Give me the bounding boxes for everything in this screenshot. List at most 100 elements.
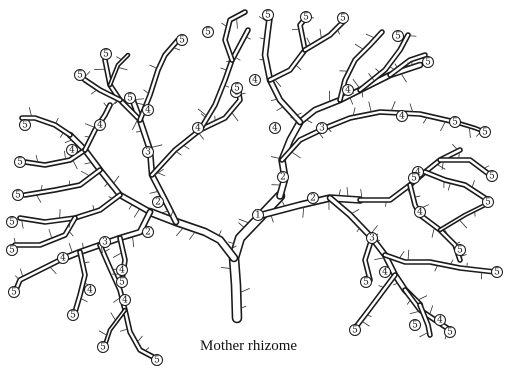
root-hair — [56, 118, 58, 123]
generation-node: 5 — [152, 355, 163, 366]
rhizome-branch — [265, 15, 300, 122]
generation-node-label: 4 — [69, 146, 75, 156]
root-hair — [430, 305, 433, 314]
generation-node: 5 — [9, 287, 20, 298]
generation-node: 4 — [343, 85, 354, 96]
generation-node-label: 3 — [319, 124, 325, 134]
generation-node-label: 5 — [17, 158, 23, 168]
generation-node: 4 — [397, 111, 408, 122]
root-hair — [448, 183, 450, 190]
generation-node-label: 4 — [87, 286, 93, 296]
root-hair — [91, 90, 97, 94]
root-hair — [400, 251, 405, 258]
generation-node: 5 — [20, 120, 31, 131]
generation-node: 2 — [153, 197, 164, 208]
root-hair — [120, 329, 127, 331]
generation-node: 3 — [143, 147, 154, 158]
generation-node-label: 5 — [234, 84, 240, 94]
generation-node: 5 — [455, 245, 466, 256]
generation-node: 5 — [445, 327, 456, 338]
root-hair — [176, 228, 183, 236]
root-hair — [297, 113, 302, 115]
rhizome-branch — [110, 55, 128, 85]
generation-node: 2 — [143, 227, 154, 238]
root-hair — [85, 163, 92, 164]
root-hair — [452, 144, 457, 149]
generation-node: 2 — [278, 172, 289, 183]
root-hair — [129, 205, 132, 210]
root-hair — [469, 128, 470, 138]
generation-node: 5 — [410, 320, 421, 331]
generation-node-label: 4 — [399, 112, 405, 122]
generation-node-label: 5 — [485, 198, 491, 208]
root-hair — [221, 267, 230, 268]
root-hair — [135, 99, 144, 100]
root-hair — [150, 65, 157, 68]
root-hair — [104, 103, 107, 107]
root-hair — [150, 191, 158, 193]
root-hair — [157, 172, 165, 176]
generation-node-label: 5 — [205, 28, 211, 38]
generation-node: 5 — [450, 117, 461, 128]
root-hair — [362, 322, 369, 327]
root-hair — [134, 209, 139, 218]
root-hair — [105, 249, 109, 252]
root-hair — [419, 333, 427, 337]
generation-node: 5 — [125, 93, 136, 104]
generation-node: 4 — [250, 75, 261, 86]
generation-node-label: 4 — [195, 124, 201, 134]
generation-node: 3 — [100, 237, 111, 248]
root-hair — [22, 220, 24, 229]
root-hair — [271, 216, 273, 223]
generation-node-label: 5 — [411, 174, 417, 184]
generation-node-label: 5 — [425, 58, 431, 68]
root-hair — [81, 171, 89, 175]
root-hair — [36, 195, 40, 203]
generation-node: 2 — [308, 193, 319, 204]
root-hair — [350, 98, 353, 105]
root-hair — [379, 285, 384, 287]
generation-node: 1 — [253, 210, 264, 221]
root-hair — [401, 74, 406, 82]
generation-node: 5 — [409, 173, 420, 184]
root-hair — [472, 180, 474, 187]
root-hair — [238, 223, 244, 228]
generation-node-label: 5 — [494, 268, 500, 278]
root-hair — [239, 219, 249, 223]
generation-node-label: 5 — [352, 326, 358, 336]
generation-node-label: 5 — [265, 11, 271, 21]
root-hair — [362, 92, 363, 98]
root-hair — [50, 267, 56, 274]
root-hair — [484, 166, 489, 169]
generation-node-label: 5 — [363, 278, 369, 288]
root-hair — [189, 232, 195, 240]
root-hair — [20, 269, 22, 277]
root-hair — [29, 107, 31, 116]
generation-node: 5 — [117, 277, 128, 288]
generation-node-label: 5 — [452, 118, 458, 128]
generation-node: 5 — [7, 245, 18, 256]
generation-node-label: 5 — [15, 191, 21, 201]
root-hair — [277, 107, 283, 111]
root-hair — [355, 44, 363, 49]
generation-node-label: 5 — [179, 36, 185, 46]
root-hair — [199, 133, 204, 139]
root-hair — [162, 211, 167, 213]
generation-node-label: 3 — [369, 234, 375, 244]
root-hair — [352, 209, 359, 213]
generation-node: 3 — [367, 233, 378, 244]
root-hair — [83, 243, 84, 248]
root-hair — [85, 124, 94, 128]
generation-node-label: 2 — [310, 194, 316, 204]
root-hair — [236, 57, 241, 60]
rhizome-branch-fill — [150, 212, 234, 258]
root-hair — [69, 231, 73, 236]
root-hair — [240, 288, 249, 292]
generation-node: 5 — [13, 190, 24, 201]
root-hair — [113, 253, 121, 258]
root-hair — [145, 348, 149, 351]
generation-node-label: 4 — [60, 254, 66, 264]
generation-node: 3 — [317, 123, 328, 134]
root-hair — [369, 102, 371, 112]
